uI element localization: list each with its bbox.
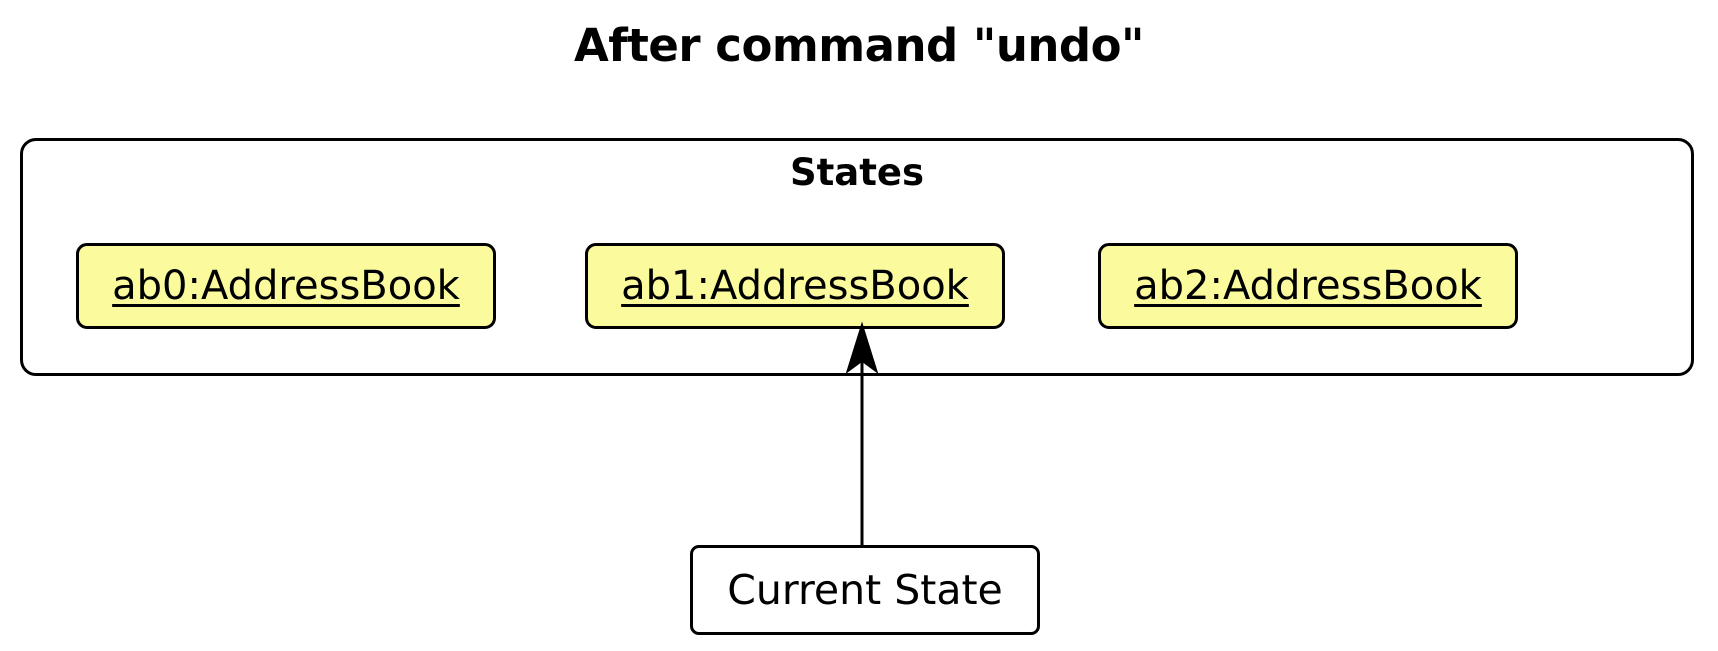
state-object-label: ab1:AddressBook	[621, 263, 969, 309]
diagram-title: After command "undo"	[573, 19, 1145, 72]
state-object-label: ab2:AddressBook	[1134, 263, 1482, 309]
states-package-title: States	[789, 151, 925, 194]
state-object-ab1[interactable]: ab1:AddressBook	[585, 243, 1005, 329]
current-state-label: Current State	[727, 565, 1003, 614]
states-package: States ab0:AddressBook ab1:AddressBook a…	[20, 138, 1694, 376]
state-object-row: ab0:AddressBook ab1:AddressBook ab2:Addr…	[23, 243, 1691, 329]
state-object-ab2[interactable]: ab2:AddressBook	[1098, 243, 1518, 329]
current-state-note[interactable]: Current State	[690, 545, 1040, 635]
state-object-label: ab0:AddressBook	[112, 263, 460, 309]
state-object-ab0[interactable]: ab0:AddressBook	[76, 243, 496, 329]
